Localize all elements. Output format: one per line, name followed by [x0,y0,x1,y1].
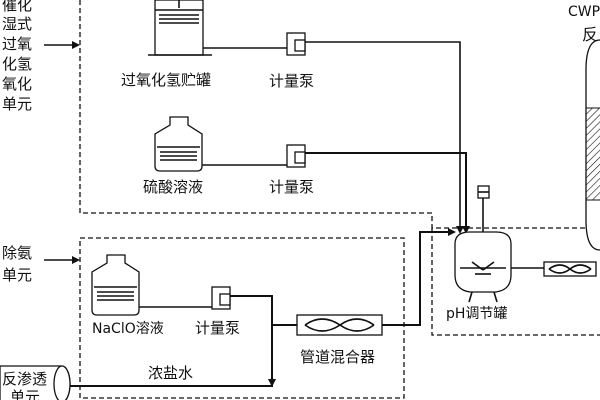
cwpo-reactor [585,39,600,251]
reactor-label: 反 [582,25,598,44]
pump1-label: 计量泵 [269,72,314,90]
svg-text:化氢: 化氢 [2,55,32,73]
brine-label: 浓盐水 [148,364,193,382]
pipe-mixer [296,314,383,336]
svg-text:过氧: 过氧 [2,35,32,53]
brine-main-line [70,324,297,387]
mixer-to-ph-line [382,228,456,326]
svg-text:湿式: 湿式 [2,15,32,33]
naclo-label: NaClO溶液 [92,321,164,337]
ammonia-removal-unit-boundary [79,237,405,399]
ph-unit-boundary [431,228,600,336]
mixer-label: 管道混合器 [300,348,375,366]
metering-pump-2 [286,144,306,168]
svg-text:催化: 催化 [2,0,32,14]
reverse-osmosis-unit: 反渗透 单元 [0,365,71,400]
h2o2-storage-tank [148,0,212,56]
catalytic-unit-label: 催化 湿式 过氧 化氢 氧化 单元 [2,0,32,113]
pump3-label: 计量泵 [195,319,240,337]
svg-text:除氨: 除氨 [2,244,32,262]
pump2-to-ph-line [305,152,470,234]
heat-exchanger [543,261,597,277]
pump3-to-brine-line [230,295,276,387]
cwpo-label: CWPO [568,4,600,20]
ph-tank-label: pH调节罐 [446,306,507,322]
pump2-label: 计量泵 [269,178,314,196]
ro-label-2: 单元 [10,388,40,400]
svg-text:单元: 单元 [2,266,32,284]
sulfuric-acid-bottle [154,116,203,172]
ph-adjustment-tank [454,185,512,303]
ammonia-removal-label: 除氨 单元 [2,244,32,284]
naclo-bottle [91,254,140,316]
pump1-to-ph-line [305,41,464,234]
metering-pump-1 [286,32,306,56]
metering-pump-3 [211,286,231,310]
catalytic-unit-boundary [79,0,600,229]
svg-text:氧化: 氧化 [2,75,32,93]
acid-label: 硫酸溶液 [143,178,203,196]
svg-text:单元: 单元 [2,95,32,113]
h2o2-tank-label: 过氧化氢贮罐 [121,71,211,89]
ro-label: 反渗透 [2,370,47,388]
